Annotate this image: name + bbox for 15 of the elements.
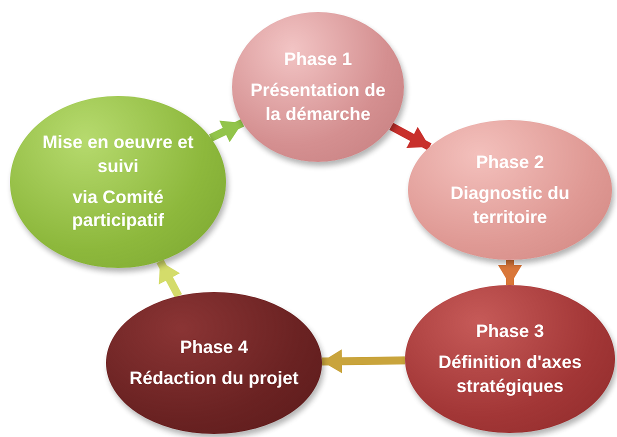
phase-description: Présentation de la démarche bbox=[249, 79, 387, 126]
arrow bbox=[389, 122, 432, 150]
arrow bbox=[209, 119, 244, 142]
phase-title: Phase 3 bbox=[474, 320, 546, 343]
phase-title: Phase 2 bbox=[474, 150, 546, 174]
phase-title: Phase 1 bbox=[282, 48, 354, 71]
arrow bbox=[498, 260, 522, 285]
phase-description: via Comité participatif bbox=[70, 186, 165, 232]
phase-description: Rédaction du projet bbox=[128, 367, 300, 390]
phase-description: Définition d'axes stratégiques bbox=[437, 351, 583, 398]
arrow bbox=[322, 349, 406, 374]
arrow bbox=[156, 259, 182, 298]
phase-title: Mise en oeuvre et suivi bbox=[41, 131, 195, 178]
phase-title: Phase 4 bbox=[178, 336, 250, 359]
phase-description: Diagnostic du territoire bbox=[449, 182, 570, 229]
